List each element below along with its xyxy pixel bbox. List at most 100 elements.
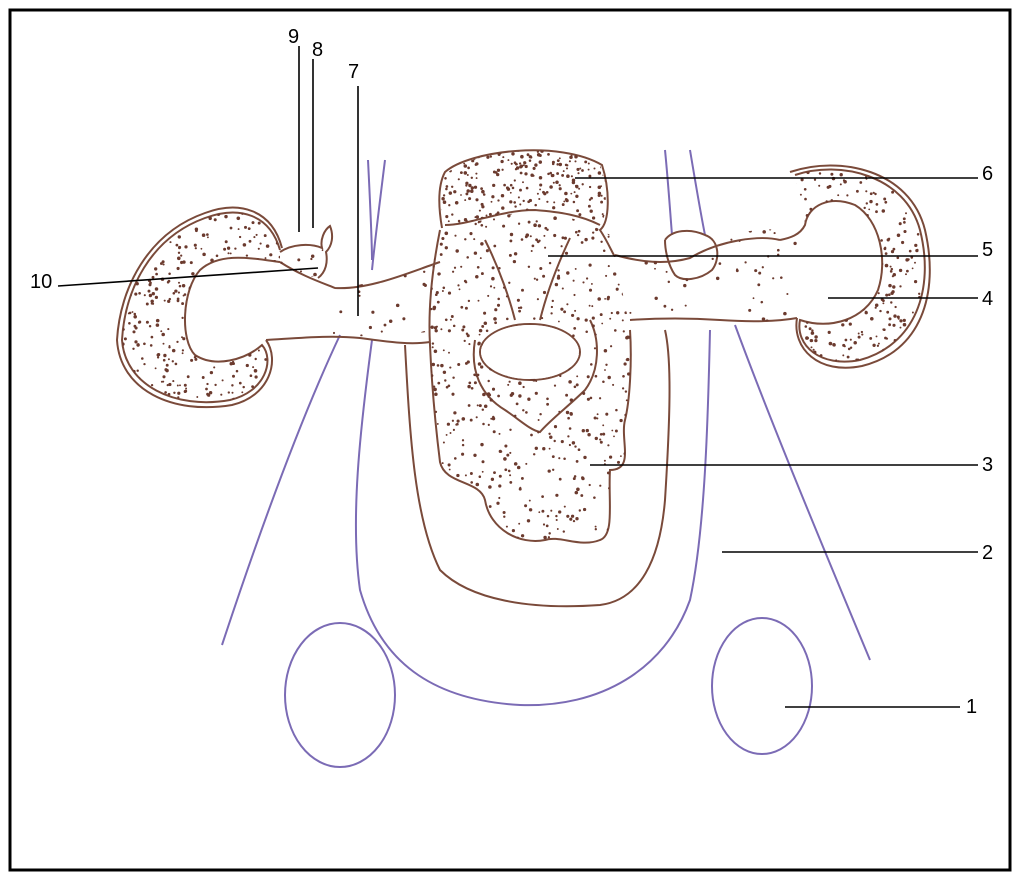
stipple-dot (150, 344, 153, 347)
stipple-dot (535, 447, 538, 450)
stipple-dot (115, 260, 117, 262)
stipple-dot (905, 212, 907, 214)
stipple-dot (538, 216, 542, 220)
stipple-dot (754, 269, 757, 272)
stipple-dot (564, 237, 567, 240)
stipple-dot (552, 206, 555, 209)
stipple-dot (830, 173, 833, 176)
stipple-dot (450, 541, 453, 544)
stipple-dot (149, 325, 151, 327)
stipple-dot (525, 235, 528, 238)
stipple-dot (428, 370, 431, 373)
stipple-dot (531, 250, 533, 252)
stipple-dot (283, 320, 286, 323)
stipple-dot (521, 238, 524, 241)
stipple-dot (423, 271, 425, 273)
stipple-dot (497, 147, 499, 149)
stipple-dot (525, 463, 527, 465)
stipple-dot (177, 392, 180, 395)
stipple-dot (184, 384, 187, 387)
stipple-dot (624, 362, 627, 365)
stipple-dot (870, 157, 873, 160)
stipple-dot (267, 216, 270, 219)
stipple-dot (878, 292, 880, 294)
stipple-dot (813, 212, 817, 216)
stipple-dot (227, 247, 230, 250)
stipple-dot (215, 303, 217, 305)
stipple-dot (847, 356, 850, 359)
stipple-middle (427, 210, 640, 550)
left-arm-inner-outline (122, 213, 280, 403)
stipple-dot (777, 249, 780, 252)
stipple-dot (584, 238, 587, 241)
stipple-dot (245, 202, 247, 204)
stipple-dot (271, 293, 274, 296)
stipple-dot (899, 269, 902, 272)
stipple-dot (812, 247, 814, 249)
stipple-dot (891, 250, 894, 253)
stipple-dot (275, 292, 277, 294)
stipple-dot (554, 544, 557, 547)
stipple-dot (428, 498, 430, 500)
stipple-dot (446, 185, 449, 188)
stipple-dot (458, 178, 460, 180)
stipple-dot (842, 216, 844, 218)
stipple-dot (566, 411, 569, 414)
stipple-dot (577, 140, 580, 143)
stipple-dot (508, 470, 511, 473)
stipple-dot (583, 224, 586, 227)
stipple-dot (892, 157, 895, 160)
stipple-dot (577, 234, 579, 236)
stipple-dot (194, 358, 197, 361)
stipple-dot (892, 324, 895, 327)
stipple-dot (520, 165, 523, 168)
stipple-dot (758, 272, 761, 275)
stipple-dot (618, 284, 620, 286)
stipple-dot (535, 314, 538, 317)
stipple-dot (155, 273, 158, 276)
stipple-dot (238, 228, 240, 230)
stipple-dot (248, 227, 251, 230)
stipple-dot (869, 285, 872, 288)
stipple-dot (603, 250, 606, 253)
stipple-dot (598, 186, 602, 190)
stipple-dot (152, 232, 154, 234)
stipple-dot (160, 330, 162, 332)
stipple-dot (446, 434, 448, 436)
stipple-dot (532, 267, 535, 270)
stipple-dot (879, 163, 882, 166)
stipple-dot (548, 433, 550, 435)
stipple-dot (359, 295, 361, 297)
stipple-dot (914, 158, 916, 160)
stipple-dot (476, 483, 480, 487)
stipple-dot (536, 220, 538, 222)
stipple-dot (870, 274, 873, 277)
stipple-dot (466, 189, 470, 193)
stipple-dot (836, 205, 839, 208)
stipple-dot (458, 220, 461, 223)
stipple-dot (700, 245, 703, 248)
stipple-dot (156, 323, 160, 327)
stipple-dot (793, 242, 796, 245)
stipple-dot (499, 475, 502, 478)
stipple-dot (849, 301, 851, 303)
stipple-dot (180, 255, 182, 257)
stipple-dot (454, 153, 457, 156)
stipple-dot (246, 290, 248, 292)
stipple-dot (280, 262, 282, 264)
stipple-dot (313, 273, 317, 277)
stipple-dot (574, 445, 576, 447)
stipple-dot (162, 260, 165, 263)
stipple-dot (521, 534, 524, 537)
stipple-dot (590, 363, 593, 366)
stipple-dot (435, 411, 437, 413)
stipple-dot (464, 164, 468, 168)
stipple-dot (800, 360, 802, 362)
stipple-dot (846, 194, 848, 196)
stipple-dot (559, 215, 561, 217)
stipple-dot (572, 544, 574, 546)
stipple-dot (486, 156, 489, 159)
stipple-dot (271, 293, 274, 296)
stipple-dot (169, 298, 171, 300)
stipple-dot (235, 350, 237, 352)
